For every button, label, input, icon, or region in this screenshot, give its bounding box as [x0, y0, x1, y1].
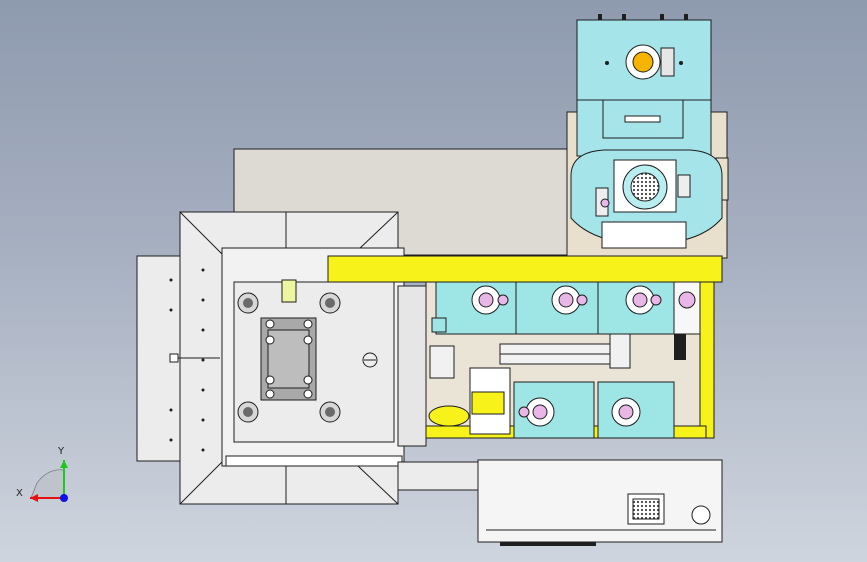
output-shaft-knob[interactable]: [625, 44, 661, 80]
motor-fan-icon: [622, 164, 668, 210]
control-box[interactable]: [397, 459, 723, 546]
x-axis-label: X: [16, 488, 23, 499]
dispense-module-4[interactable]: [673, 281, 701, 335]
power-switch-button[interactable]: [691, 505, 711, 525]
cooling-fan-icon: [627, 493, 665, 525]
dispense-module-6[interactable]: [597, 381, 675, 439]
coordinate-triad: X Y: [16, 446, 68, 502]
dispense-module-3[interactable]: [597, 281, 675, 335]
clamp-block[interactable]: [260, 317, 317, 401]
dispense-module-2[interactable]: [515, 281, 599, 335]
dispense-module-5[interactable]: [513, 381, 595, 439]
adjust-screw-icon[interactable]: [362, 352, 378, 368]
y-axis-label: Y: [57, 446, 65, 457]
dispense-module-1[interactable]: [431, 281, 517, 335]
motor-unit[interactable]: [566, 14, 729, 259]
